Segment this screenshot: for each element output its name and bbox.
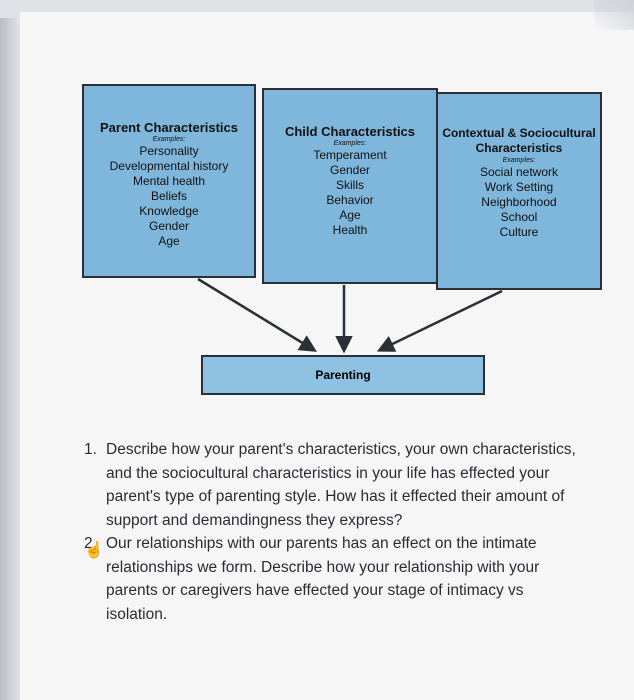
- box-title: Child Characteristics: [284, 124, 416, 139]
- list-item: Neighborhood: [481, 195, 557, 209]
- list-item: Knowledge: [139, 204, 199, 218]
- corner-shadow: [594, 0, 634, 30]
- examples-label: Examples:: [333, 140, 367, 147]
- child-characteristics-box: Child Characteristics Examples: Temperam…: [262, 88, 438, 284]
- question-item: 1. Describe how your parent's characteri…: [84, 438, 584, 532]
- examples-label: Examples:: [152, 136, 186, 143]
- question-text: Our relationships with our parents has a…: [106, 535, 540, 623]
- examples-label: Examples:: [502, 157, 536, 164]
- list-item: Temperament: [313, 148, 387, 162]
- parent-characteristics-box: Parent Characteristics Examples: Persona…: [82, 84, 256, 278]
- list-item: Health: [332, 223, 368, 237]
- questions-list: 1. Describe how your parent's characteri…: [84, 438, 584, 626]
- list-item: Behavior: [326, 193, 374, 207]
- arrow-parent-to-parenting: [197, 277, 317, 352]
- list-item: Gender: [329, 163, 371, 177]
- list-item: Skills: [335, 178, 364, 192]
- question-number: 1.: [84, 441, 97, 458]
- screen-left-bezel: [0, 18, 22, 700]
- list-item: Culture: [499, 225, 539, 239]
- arrow-context-to-parenting: [376, 289, 503, 352]
- list-item: Work Setting: [484, 180, 554, 194]
- list-item: Beliefs: [150, 189, 188, 203]
- list-item: Social network: [479, 165, 559, 179]
- list-item: Age: [339, 208, 361, 222]
- parenting-label: Parenting: [315, 368, 371, 382]
- list-item: Personality: [139, 144, 199, 158]
- question-text: Describe how your parent's characteristi…: [106, 441, 576, 529]
- list-item: Age: [158, 234, 180, 248]
- box-title: Contextual & Sociocultural: [442, 126, 596, 140]
- hand-cursor-icon: ☝: [84, 542, 104, 559]
- parenting-box: Parenting: [201, 355, 485, 395]
- list-item: Mental health: [132, 174, 206, 188]
- question-item: 2. Our relationships with our parents ha…: [84, 532, 584, 626]
- list-item: Developmental history: [109, 159, 229, 173]
- contextual-characteristics-box: Contextual & Sociocultural Characteristi…: [436, 92, 602, 290]
- question-number: 2.: [84, 535, 97, 552]
- list-item: School: [500, 210, 538, 224]
- box-title: Parent Characteristics: [99, 120, 238, 135]
- list-item: Gender: [148, 219, 190, 233]
- box-title-line2: Characteristics: [475, 141, 563, 155]
